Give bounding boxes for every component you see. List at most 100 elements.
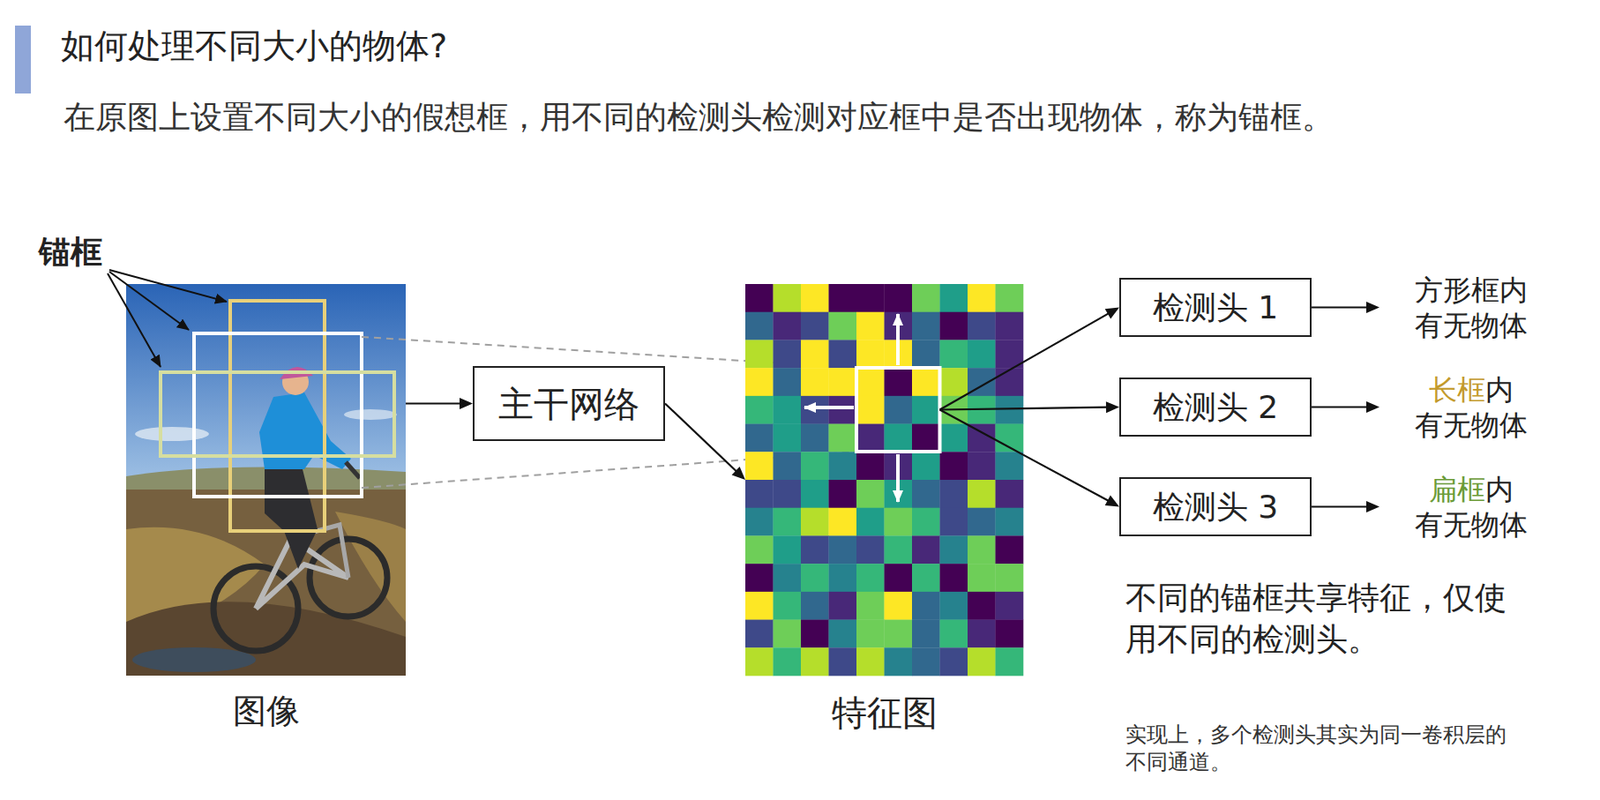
feature-cell — [967, 591, 996, 621]
feature-cell — [967, 535, 996, 564]
feature-cell — [800, 535, 830, 564]
feature-cell — [773, 396, 802, 425]
caption-text: 图像 — [90, 691, 442, 733]
feature-cell — [829, 424, 858, 453]
feature-cell — [856, 647, 885, 676]
slide-arrow — [804, 405, 854, 410]
fan-inner-line — [940, 408, 1025, 410]
feature-cell — [912, 451, 941, 480]
anchor-box-wide — [160, 372, 395, 457]
output-arrow — [1311, 301, 1380, 314]
feature-map-cells — [745, 284, 1024, 676]
connector-arrow — [1023, 401, 1120, 413]
feature-cell — [995, 312, 1025, 341]
output-text: 扁框内 有无物体 — [1413, 471, 1529, 543]
anchor-pointer — [109, 269, 227, 302]
feature-cell — [800, 620, 830, 649]
feature-cell — [745, 647, 774, 676]
feature-cell — [856, 367, 885, 397]
feature-cell — [829, 535, 858, 564]
box-label: 检测头 2 — [1152, 388, 1279, 427]
feature-cell — [995, 620, 1025, 649]
feature-cell — [912, 479, 941, 509]
feature-cell — [856, 424, 885, 453]
feature-cell — [940, 284, 969, 313]
feature-cell — [829, 284, 858, 313]
feature-cell — [967, 284, 996, 313]
fan-inner-line — [940, 362, 1025, 411]
box-label: 主干网络 — [498, 382, 640, 426]
rider-legs — [264, 463, 318, 569]
feature-cell — [856, 563, 885, 592]
feature-cell — [773, 424, 802, 453]
connector-arrow — [1023, 307, 1120, 363]
feature-cell — [773, 367, 802, 397]
feature-cell — [829, 451, 858, 480]
accent-bar — [14, 25, 31, 94]
slide-arrow — [896, 454, 900, 502]
feature-cell — [773, 620, 802, 649]
puddle — [132, 647, 256, 673]
note-text: 不同的锚框共享特征，仅使 用不同的检测头。 — [1125, 577, 1523, 661]
feature-cell — [800, 367, 830, 397]
feature-cell — [800, 451, 830, 480]
feature-cell — [829, 367, 858, 397]
feature-cell — [995, 647, 1025, 676]
feature-cell — [745, 396, 774, 425]
feature-cell — [773, 312, 802, 341]
cloud — [134, 426, 210, 442]
feature-cell — [745, 367, 774, 397]
feature-cell — [745, 479, 774, 509]
detection-head: 检测头 3 — [1119, 477, 1312, 537]
feature-cell — [884, 424, 913, 453]
feature-cell — [773, 284, 802, 313]
feature-cell — [884, 563, 913, 592]
feature-cell — [800, 424, 830, 453]
arrow-head — [732, 466, 746, 480]
feature-cell — [829, 396, 858, 425]
connector-line — [665, 403, 738, 473]
feature-cell — [940, 647, 969, 676]
feature-cell — [800, 479, 830, 509]
connector-line — [1023, 407, 1108, 409]
feature-cell — [773, 451, 802, 480]
box-label: 检测头 3 — [1152, 487, 1279, 526]
receptive-square — [856, 367, 941, 452]
feature-cell — [884, 367, 913, 397]
output-text-part: 长框 — [1428, 373, 1486, 407]
feature-cell — [800, 312, 830, 341]
arrow-head — [459, 397, 473, 410]
feature-cell — [912, 339, 941, 368]
feature-cell — [884, 591, 913, 621]
feature-cell — [745, 535, 774, 564]
ground — [126, 489, 406, 676]
feature-cell — [829, 563, 858, 592]
feature-cell — [800, 508, 830, 537]
feature-cell — [884, 647, 913, 676]
feature-cell — [912, 591, 941, 621]
output-text-part: 方形框内 有无物体 — [1414, 273, 1528, 343]
footnote-text: 实现上，多个检测头其实为同一卷积层的 不同通道。 — [1125, 721, 1523, 777]
feature-cell — [773, 535, 802, 564]
feature-cell — [884, 396, 913, 425]
output-arrow — [1311, 401, 1380, 413]
feature-cell — [800, 396, 830, 425]
feature-cell — [912, 284, 941, 313]
feature-cell — [967, 451, 996, 480]
arrow-head — [1366, 500, 1380, 513]
feature-cell — [940, 620, 969, 649]
feature-cell — [829, 339, 858, 368]
arrow-head — [1366, 301, 1380, 314]
arrow-head — [1105, 495, 1120, 508]
feature-cell — [745, 284, 774, 313]
feature-cell — [884, 508, 913, 537]
photo — [126, 284, 406, 676]
feature-cell — [912, 424, 941, 453]
feature-cell — [829, 620, 858, 649]
feature-cell — [856, 451, 885, 480]
feature-cell — [912, 367, 941, 397]
feature-cell — [745, 563, 774, 592]
sky — [126, 284, 406, 501]
connector-line — [1023, 313, 1110, 363]
feature-cell — [856, 508, 885, 537]
